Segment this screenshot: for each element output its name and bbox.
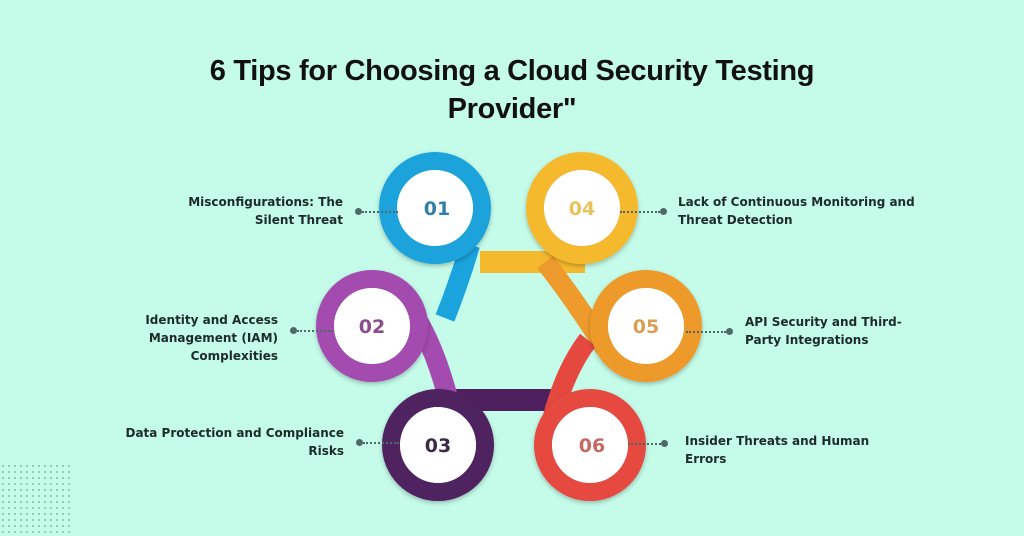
tip-number-03: 03 (425, 435, 451, 457)
tip-label-04: Lack of Continuous Monitoring and Threat… (678, 195, 915, 227)
tip-label-02: Identity and Access Management (IAM) Com… (145, 313, 278, 363)
tip-label-05: API Security and Third- Party Integratio… (745, 315, 902, 347)
loop-04 (526, 152, 638, 264)
loop-02 (316, 270, 428, 382)
tip-label-06: Insider Threats and Human Errors (685, 434, 870, 466)
loop-05 (590, 270, 702, 382)
connector-02 (297, 330, 333, 332)
connector-dot-06 (661, 440, 668, 447)
connector-05 (686, 331, 726, 333)
tip-number-01: 01 (424, 198, 450, 220)
tip-number-05: 05 (633, 316, 659, 338)
connector-dot-01 (355, 208, 362, 215)
title-line-2: Provider" (447, 93, 577, 125)
connector-06 (628, 443, 661, 445)
tip-number-06: 06 (579, 435, 605, 457)
loop-03 (382, 389, 494, 501)
tip-number-02: 02 (359, 316, 385, 338)
connector-01 (362, 211, 398, 213)
tip-number-04: 04 (569, 198, 595, 220)
tip-label-01: Misconfigurations: The Silent Threat (188, 195, 343, 227)
connector-dot-05 (726, 328, 733, 335)
connector-04 (620, 211, 660, 213)
title-line-1: 6 Tips for Choosing a Cloud Security Tes… (209, 55, 815, 87)
connector-03 (363, 442, 399, 444)
loop-06 (534, 389, 646, 501)
decorative-dot-grid (0, 463, 70, 536)
connector-dot-02 (290, 327, 297, 334)
connector-dot-03 (356, 439, 363, 446)
loop-01 (379, 152, 491, 264)
connector-dot-04 (660, 208, 667, 215)
page-title: 6 Tips for Choosing a Cloud Security Tes… (0, 52, 1024, 128)
tip-label-03: Data Protection and Compliance Risks (125, 426, 344, 458)
